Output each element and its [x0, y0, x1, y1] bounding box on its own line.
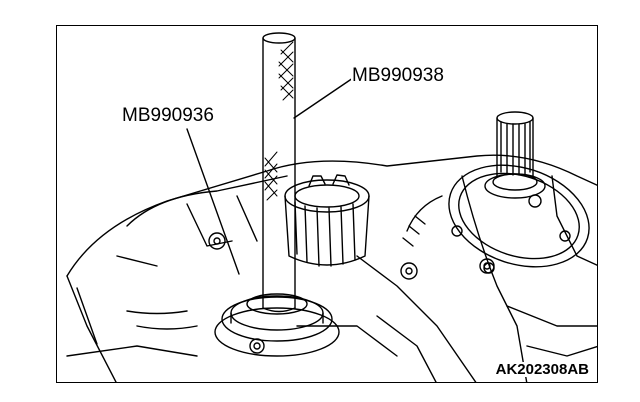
installer-rod [262, 32, 296, 313]
illustration-frame: MB990938 MB990936 AK202308AB [56, 25, 598, 383]
transmission-illustration [66, 32, 597, 382]
installer-flange [214, 293, 340, 357]
transmission-case [66, 154, 597, 382]
output-housing [402, 111, 590, 274]
callout-tool-b: MB990938 [351, 65, 445, 86]
figure-id: AK202308AB [493, 361, 591, 378]
center-gear [284, 174, 370, 267]
leader-lines [186, 77, 354, 275]
callout-tool-a: MB990936 [121, 105, 215, 126]
